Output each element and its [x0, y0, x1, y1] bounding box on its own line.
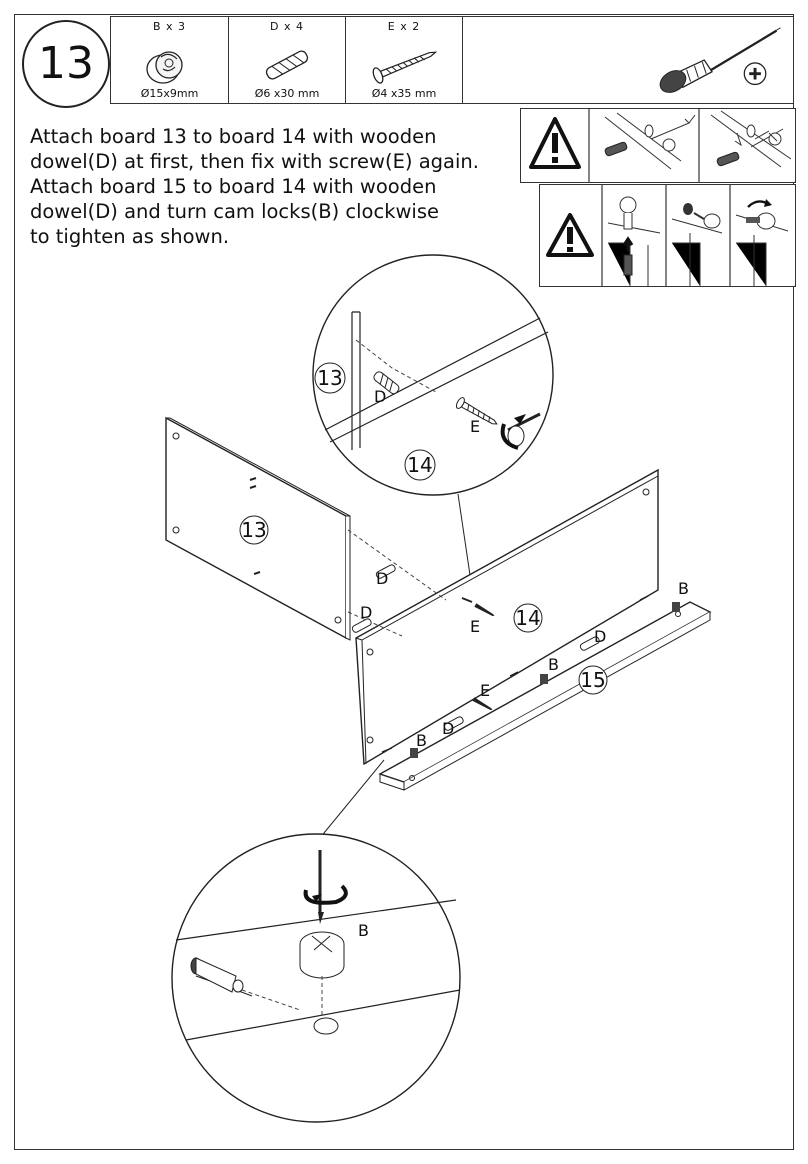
part-cell-d: D x 4 Ø6 x30 mm	[228, 16, 346, 104]
screw-detail	[455, 397, 498, 425]
dowel-pin-detail	[190, 957, 244, 993]
part-size-d: Ø6 x30 mm	[254, 87, 320, 100]
part-size-e: Ø4 x35 mm	[371, 87, 437, 100]
phillips-screwdriver-icon	[659, 27, 781, 93]
step-number: 13	[38, 38, 94, 89]
warning-triangle-icon	[546, 213, 594, 257]
warning-dowel-screw-box	[520, 108, 796, 183]
dowel-label-2: D	[360, 603, 372, 622]
dowel-label-1: D	[376, 569, 388, 588]
cam-label-3: B	[678, 579, 689, 598]
warning-triangle-icon	[529, 117, 581, 169]
detail-board-14-label: 14	[407, 453, 432, 477]
detail-circle-bottom: B	[171, 833, 461, 1123]
detail-board-13-label: 13	[317, 366, 342, 390]
detail-dowel-label: D	[374, 387, 386, 406]
dowel-label-3: D	[442, 719, 454, 738]
board-14: 14	[355, 468, 659, 766]
parts-list: B x 3 Ø15x9mm D x 4 Ø6 x30 mm E x 2	[110, 16, 794, 104]
cam-lock-marker	[410, 748, 418, 758]
cam-lock-marker	[672, 602, 680, 612]
cam-lock-icon	[146, 51, 183, 84]
board-15-label: 15	[580, 668, 605, 692]
warning-cam-lock-diagram	[546, 185, 789, 286]
detail-screw-label: E	[470, 417, 480, 436]
board-14-label: 14	[515, 606, 540, 630]
board-13: 13	[165, 416, 351, 641]
detail-circle-top: 13 14 D E	[312, 254, 554, 496]
detail-cam-label: B	[358, 921, 369, 940]
instruction-line: Attach board 15 to board 14 with wooden	[30, 175, 437, 198]
screw-icon	[372, 51, 438, 84]
screw-label-1: E	[470, 617, 480, 636]
instruction-line: Attach board 13 to board 14 with wooden	[30, 125, 437, 148]
screwdriver-detail	[500, 412, 541, 450]
part-cell-b: B x 3 Ø15x9mm	[110, 16, 229, 104]
instruction-page	[14, 14, 794, 1150]
screwdriver-detail-bottom	[303, 850, 348, 924]
dowel-label-4: D	[594, 627, 606, 646]
instruction-line: dowel(D) at first, then fix with screw(E…	[30, 150, 479, 173]
part-qty-e: E x 2	[387, 20, 421, 33]
instruction-line: dowel(D) and turn cam locks(B) clockwise	[30, 200, 440, 223]
part-cell-e: E x 2 Ø4 x35 mm	[345, 16, 463, 104]
instruction-text: Attach board 13 to board 14 with wooden …	[30, 124, 530, 249]
tool-cell	[462, 16, 794, 104]
warning-dowel-screw-diagram	[529, 109, 792, 182]
instruction-line: to tighten as shown.	[30, 225, 230, 248]
dowel-detail	[373, 371, 400, 395]
cam-detail	[299, 931, 345, 979]
cam-lock-marker	[540, 674, 548, 684]
wooden-dowel-icon	[265, 50, 309, 80]
part-size-b: Ø15x9mm	[140, 87, 199, 100]
step-number-badge: 13	[22, 20, 110, 108]
warning-cam-lock-box	[539, 184, 796, 287]
part-qty-d: D x 4	[270, 20, 304, 33]
cam-label-2: B	[548, 655, 559, 674]
part-qty-b: B x 3	[152, 20, 187, 33]
cam-label-1: B	[416, 731, 427, 750]
board-13-label: 13	[241, 518, 266, 542]
board-15: 15	[378, 601, 712, 791]
screw-label-2: E	[480, 681, 490, 700]
